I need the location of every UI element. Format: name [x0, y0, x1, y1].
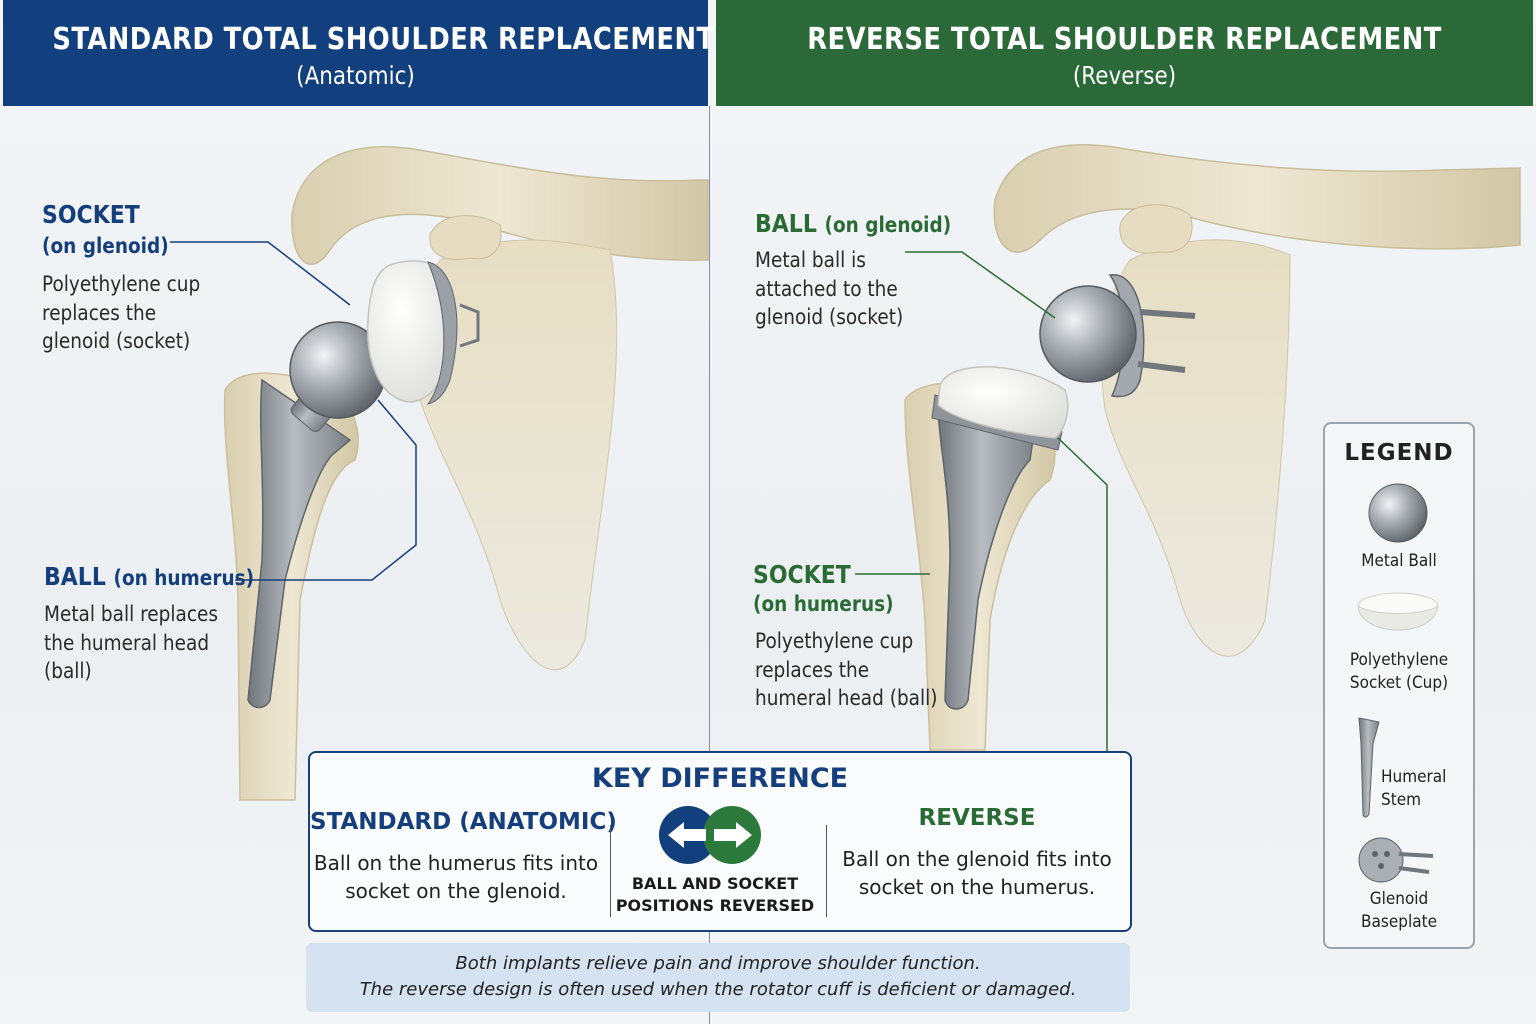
legend-polyethylene-cup: Polyethylene Socket (Cup)	[1349, 650, 1449, 693]
glenoid-rim-left	[426, 261, 458, 405]
ball-desc-right: Metal ball is attached to the glenoid (s…	[755, 248, 904, 329]
ball-label-left: BALL (on humerus)	[44, 562, 255, 591]
ball-desc-left: Metal ball replaces the humeral head (ba…	[44, 602, 219, 683]
humeral-stem-icon	[1358, 717, 1380, 818]
standard-summary-text: Ball on the humerus fits into socket on …	[313, 851, 599, 903]
standard-summary: STANDARD (ANATOMIC) Ball on the humerus …	[310, 809, 617, 905]
metal-ball-icon	[1368, 483, 1428, 543]
standard-header: STANDARD TOTAL SHOULDER REPLACEMENT (Ana…	[3, 0, 715, 106]
key-difference-title: KEY DIFFERENCE	[591, 763, 849, 794]
legend-glenoid-baseplate: Glenoid Baseplate	[1360, 889, 1437, 932]
socket-label-left: SOCKET	[42, 200, 140, 229]
reversed-caption: BALL AND SOCKET POSITIONS REVERSED	[615, 874, 815, 915]
standard-anatomy	[170, 146, 709, 801]
standard-summary-head: STANDARD (ANATOMIC)	[310, 809, 617, 835]
key-difference-box: KEY DIFFERENCE STANDARD (ANATOMIC) Ball …	[308, 751, 1132, 932]
clavicle-acromion-right	[993, 144, 1521, 253]
key-separator-left	[610, 825, 611, 917]
standard-title: STANDARD TOTAL SHOULDER REPLACEMENT	[52, 22, 715, 57]
panel-divider	[709, 106, 710, 1024]
glenoid-baseplate-icon	[1358, 837, 1434, 883]
socket-sub-right: (on humerus)	[753, 592, 894, 616]
legend-title: LEGEND	[1344, 440, 1454, 466]
polyethylene-cup-icon	[1357, 592, 1439, 631]
glenoid-peg-left	[459, 303, 480, 348]
standard-subtitle: (Anatomic)	[296, 61, 415, 90]
humeral-cup-right	[937, 366, 1069, 439]
socket-sub-left: (on glenoid)	[42, 234, 169, 258]
legend-panel: LEGEND Metal Ball Polyethylene Socket (C…	[1323, 422, 1475, 949]
socket-desc-left: Polyethylene cup replaces the glenoid (s…	[42, 272, 201, 353]
humeral-stem-right	[937, 409, 1036, 710]
reverse-header: REVERSE TOTAL SHOULDER REPLACEMENT (Reve…	[716, 0, 1533, 106]
socket-label-right: SOCKET	[753, 560, 851, 589]
coracoid-left	[429, 215, 502, 260]
glenosphere-ball-right	[1039, 285, 1137, 383]
scapula-right	[1101, 239, 1291, 657]
reverse-summary-text: Ball on the glenoid fits into socket on …	[842, 847, 1112, 899]
legend-humeral-stem: Humeral Stem	[1381, 767, 1447, 810]
coracoid-right	[1119, 204, 1193, 254]
key-separator-right	[826, 825, 827, 917]
ball-label-right: BALL (on glenoid)	[755, 209, 952, 238]
clavicle-acromion-left	[291, 146, 709, 265]
reverse-anatomy	[855, 144, 1521, 752]
humeral-stem-left	[247, 378, 352, 709]
reverse-summary: REVERSE Ball on the glenoid fits into so…	[836, 805, 1118, 901]
reverse-subtitle: (Reverse)	[1072, 61, 1177, 90]
reverse-title: REVERSE TOTAL SHOULDER REPLACEMENT	[807, 22, 1442, 57]
footnote: Both implants relieve pain and improve s…	[306, 943, 1130, 1012]
socket-desc-right: Polyethylene cup replaces the humeral he…	[755, 629, 938, 710]
reverse-summary-head: REVERSE	[918, 805, 1036, 831]
swap-arrows-icon	[659, 806, 761, 864]
legend-metal-ball: Metal Ball	[1361, 551, 1437, 571]
